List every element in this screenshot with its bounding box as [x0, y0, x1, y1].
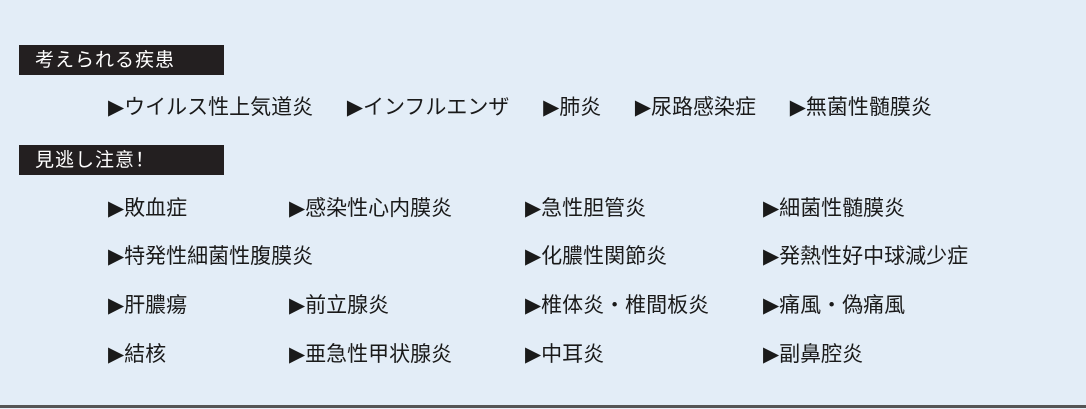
section-heading-possible-diseases: 考えられる疾患 — [19, 45, 224, 75]
list-item: ▶副鼻腔炎 — [763, 342, 864, 366]
list-item: ▶インフルエンザ — [346, 95, 510, 119]
list-item: ▶感染性心内膜炎 — [289, 196, 453, 220]
list-item: ▶肺炎 — [543, 95, 602, 119]
list-item: ▶細菌性髄膜炎 — [763, 196, 906, 220]
list-item: ▶肝膿瘍 — [108, 293, 188, 317]
list-item: ▶尿路感染症 — [634, 95, 757, 119]
list-item: ▶化膿性関節炎 — [525, 244, 668, 268]
section-heading-dont-miss: 見逃し注意！ — [19, 145, 224, 175]
list-item: ▶中耳炎 — [525, 342, 605, 366]
list-item: ▶発熱性好中球減少症 — [763, 244, 969, 268]
list-item: ▶特発性細菌性腹膜炎 — [108, 244, 314, 268]
list-item: ▶痛風・偽痛風 — [763, 293, 906, 317]
list-item: ▶無菌性髄膜炎 — [789, 95, 932, 119]
list-item: ▶結核 — [108, 342, 167, 366]
possible-diseases-list: ▶ウイルス性上気道炎 ▶インフルエンザ ▶肺炎 ▶尿路感染症 ▶無菌性髄膜炎 — [108, 92, 959, 122]
list-item: ▶急性胆管炎 — [525, 196, 647, 220]
list-item: ▶前立腺炎 — [289, 293, 390, 317]
list-item: ▶ウイルス性上気道炎 — [108, 95, 314, 119]
list-item: ▶亜急性甲状腺炎 — [289, 342, 453, 366]
list-item: ▶椎体炎・椎間板炎 — [525, 293, 710, 317]
list-item: ▶敗血症 — [108, 196, 188, 220]
